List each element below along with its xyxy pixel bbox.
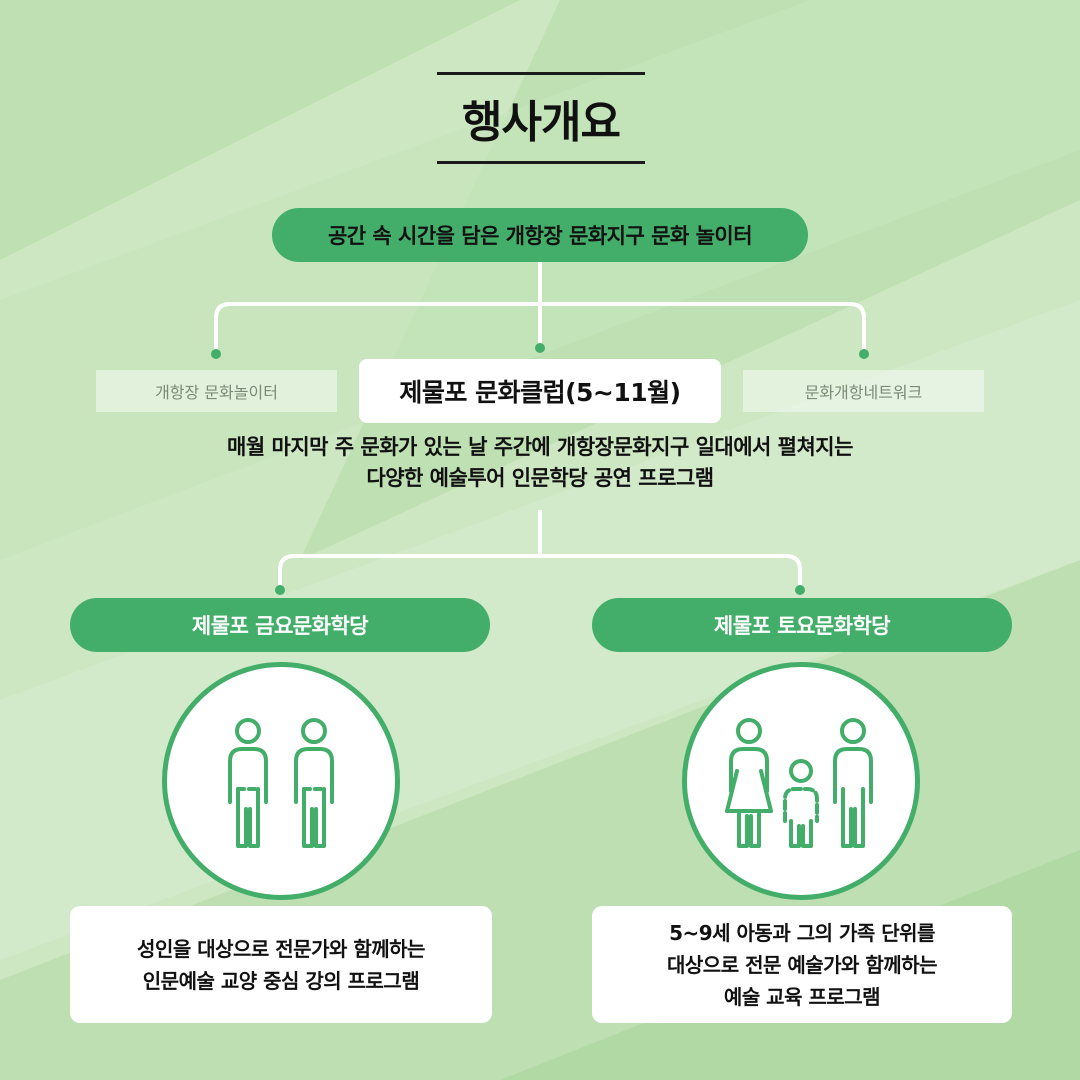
saturday-description-card: 5~9세 아동과 그의 가족 단위를 대상으로 전문 예술가와 함께하는 예술 … [592, 906, 1012, 1023]
saturday-desc-line-3: 예술 교육 프로그램 [723, 984, 881, 1009]
saturday-program-pill: 제물포 토요문화학당 [592, 598, 1012, 652]
friday-description-card: 성인을 대상으로 전문가와 함께하는 인문예술 교양 중심 강의 프로그램 [70, 906, 492, 1023]
program-description: 매월 마지막 주 문화가 있는 날 주간에 개항장문화지구 일대에서 펼쳐지는 … [140, 432, 940, 494]
friday-icon-circle [162, 662, 400, 900]
friday-program-pill: 제물포 금요문화학당 [70, 598, 490, 652]
side-box-left: 개항장 문화놀이터 [96, 370, 337, 412]
description-line-2: 다양한 예술투어 인문학당 공연 프로그램 [366, 466, 714, 490]
saturday-desc-line-1: 5~9세 아동과 그의 가족 단위를 [669, 920, 935, 945]
title-frame: 행사개요 [437, 72, 645, 164]
connector-dot-center [535, 343, 545, 353]
center-program-box: 제물포 문화클럽(5~11월) [359, 359, 721, 423]
saturday-icon-circle [682, 662, 920, 900]
friday-desc-line-2: 인문예술 교양 중심 강의 프로그램 [142, 968, 420, 993]
page-title: 행사개요 [462, 97, 621, 148]
connector-dot-saturday [795, 585, 805, 595]
connector-dot-friday [275, 585, 285, 595]
connector-dot-left [211, 349, 221, 359]
saturday-desc-line-2: 대상으로 전문 예술가와 함께하는 [667, 952, 938, 977]
two-adults-icon [228, 718, 334, 848]
connector-dot-right [859, 349, 869, 359]
friday-desc-line-1: 성인을 대상으로 전문가와 함께하는 [137, 936, 425, 961]
family-icon [725, 718, 873, 848]
description-line-1: 매월 마지막 주 문화가 있는 날 주간에 개항장문화지구 일대에서 펼쳐지는 [227, 435, 853, 459]
side-box-right: 문화개항네트워크 [743, 370, 984, 412]
top-theme-pill: 공간 속 시간을 담은 개항장 문화지구 문화 놀이터 [272, 208, 808, 262]
